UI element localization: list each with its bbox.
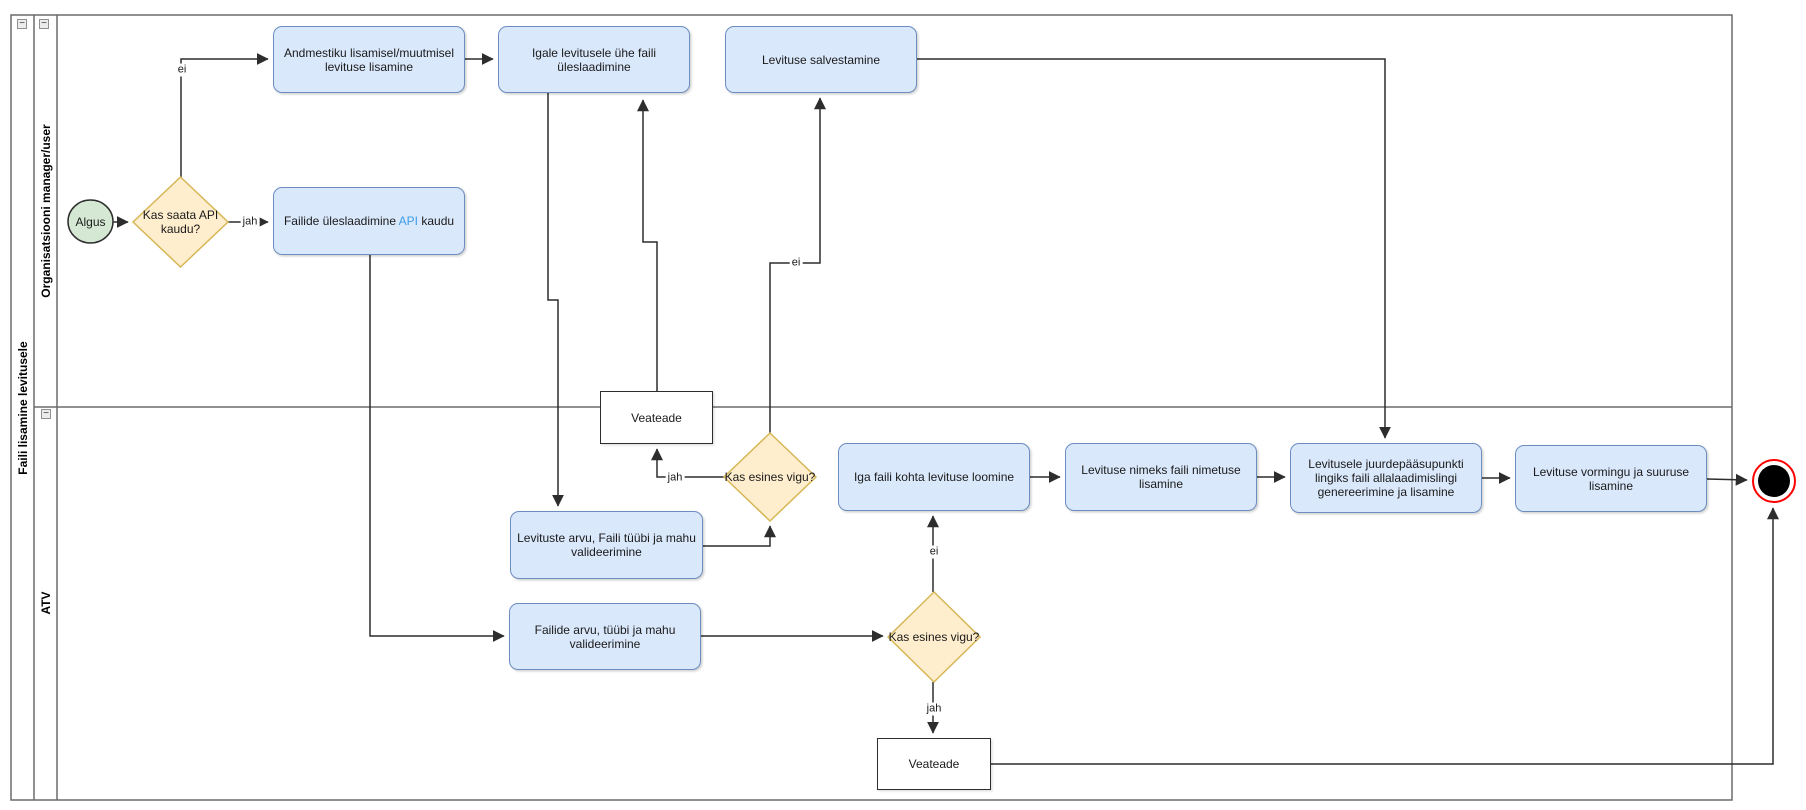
task-levituste-arvu-valideerimine[interactable]: Levituste arvu, Faili tüübi ja mahu vali…	[510, 511, 703, 579]
pool-collapse-button[interactable]: −	[17, 19, 27, 29]
edge-veateade2-to-end	[991, 507, 1779, 765]
task-label: Igale levitusele ühe faili üleslaadimine	[531, 45, 657, 74]
decision-kas-esines-vigu-1-shape[interactable]	[722, 431, 818, 523]
lane-title-organisatsiooni: Organisatsiooni manager/user	[39, 124, 53, 298]
lane1-collapse-button[interactable]: −	[39, 19, 49, 29]
task-label: Levituse salvestamine	[761, 52, 881, 67]
start-event-shape[interactable]	[67, 199, 114, 244]
task-iga-faili-kohta-levituse-loomine[interactable]: Iga faili kohta levituse loomine	[838, 443, 1030, 511]
task-label: Iga faili kohta levituse loomine	[853, 470, 1015, 484]
edge-label-ei-bottom: ei	[927, 545, 941, 559]
api-link-text[interactable]: API	[398, 214, 419, 228]
task-failide-uleslaadimine-api[interactable]: Failide üleslaadimine API kaudu	[273, 187, 465, 255]
task-label: Failide arvu, tüübi ja mahu valideerimin…	[534, 622, 676, 651]
task-label: Levituse nimeks faili nimetuse lisamine	[1081, 463, 1241, 491]
pool-title: Faili lisamine levitusele	[16, 341, 30, 475]
edge-label-jah-mid: jah	[665, 471, 685, 485]
edge-d2-jah-to-veateade1	[651, 448, 724, 478]
task-failide-arvu-valideerimine[interactable]: Failide arvu, tüübi ja mahu valideerimin…	[509, 603, 701, 670]
task-igale-levitusele-uhe-faili[interactable]: Igale levitusele ühe faili üleslaadimine	[498, 26, 690, 93]
edge-veateade1-to-igale	[637, 99, 658, 391]
decision-kas-esines-vigu-2-shape[interactable]	[886, 590, 982, 684]
task-andmestiku-lisamisel[interactable]: Andmestiku lisamisel/muutmisel levituse …	[273, 26, 465, 93]
task-label: Levitusele juurdepääsupunkti lingiks fai…	[1308, 457, 1464, 499]
edge-levituste-arvu-to-d2	[703, 525, 776, 547]
error-label: Veateade	[908, 757, 960, 771]
task-levituse-salvestamine[interactable]: Levituse salvestamine	[725, 26, 917, 93]
lane2-collapse-button[interactable]: −	[41, 409, 51, 419]
edge-label-ei-mid: ei	[789, 256, 803, 270]
task-levituse-vormingu-ja-suuruse[interactable]: Levituse vormingu ja suuruse lisamine	[1515, 445, 1707, 512]
task-levituse-nimeks-faili-nimetuse[interactable]: Levituse nimeks faili nimetuse lisamine	[1065, 443, 1257, 511]
task-label: Failide üleslaadimine API kaudu	[283, 214, 455, 228]
edge-salvestamine-to-juurdepaasupunkti	[917, 58, 1391, 439]
task-label: Levituste arvu, Faili tüübi ja mahu vali…	[517, 531, 696, 559]
edge-vormingu-to-end	[1706, 473, 1748, 486]
edge-igale-to-levituste-arvu	[547, 93, 564, 507]
edge-label-jah-top: jah	[240, 215, 260, 229]
edge-label-ei-top: ei	[175, 63, 189, 77]
error-box-veateade-2[interactable]: Veateade	[877, 738, 991, 790]
edge-d1-ei-to-andmestiku	[180, 53, 269, 177]
edge-failide-uleslaadimine-to-failide-arvu	[369, 255, 505, 642]
error-label: Veateade	[631, 410, 682, 425]
decision-kas-saata-api-shape[interactable]	[131, 175, 230, 269]
task-label: Andmestiku lisamisel/muutmisel levituse …	[283, 45, 455, 74]
edge-label-jah-bottom: jah	[924, 702, 944, 716]
task-juurdepaasupunkti-lingiks[interactable]: Levitusele juurdepääsupunkti lingiks fai…	[1290, 443, 1482, 513]
pool-frame	[10, 14, 1733, 801]
lane-title-atv: ATV	[39, 591, 53, 615]
task-label: Levituse vormingu ja suuruse lisamine	[1532, 464, 1690, 493]
end-event-core[interactable]	[1758, 465, 1790, 497]
error-box-veateade-1[interactable]: Veateade	[600, 391, 713, 444]
